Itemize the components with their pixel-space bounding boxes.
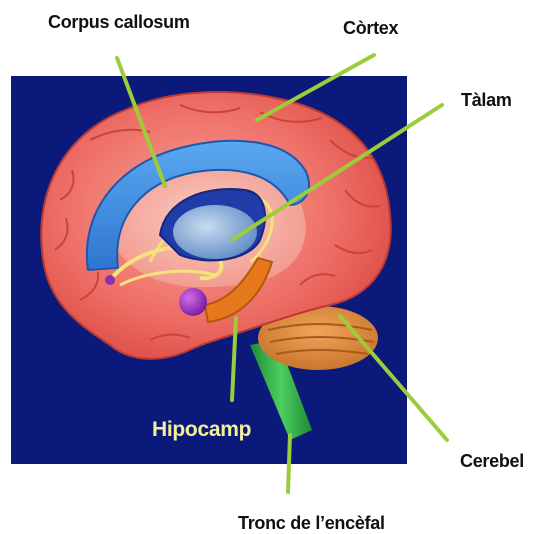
label-hipocamp: Hipocamp [152,418,251,442]
amygdala-shape [179,288,207,316]
label-cortex: Còrtex [343,18,398,39]
label-tronc-encefal: Tronc de l’encèfal [238,513,385,534]
small-node-shape [105,275,115,285]
label-talam: Tàlam [461,90,512,111]
label-corpus-callosum: Corpus callosum [48,12,190,33]
label-cerebel: Cerebel [460,451,524,472]
leader-tronc [288,435,290,492]
